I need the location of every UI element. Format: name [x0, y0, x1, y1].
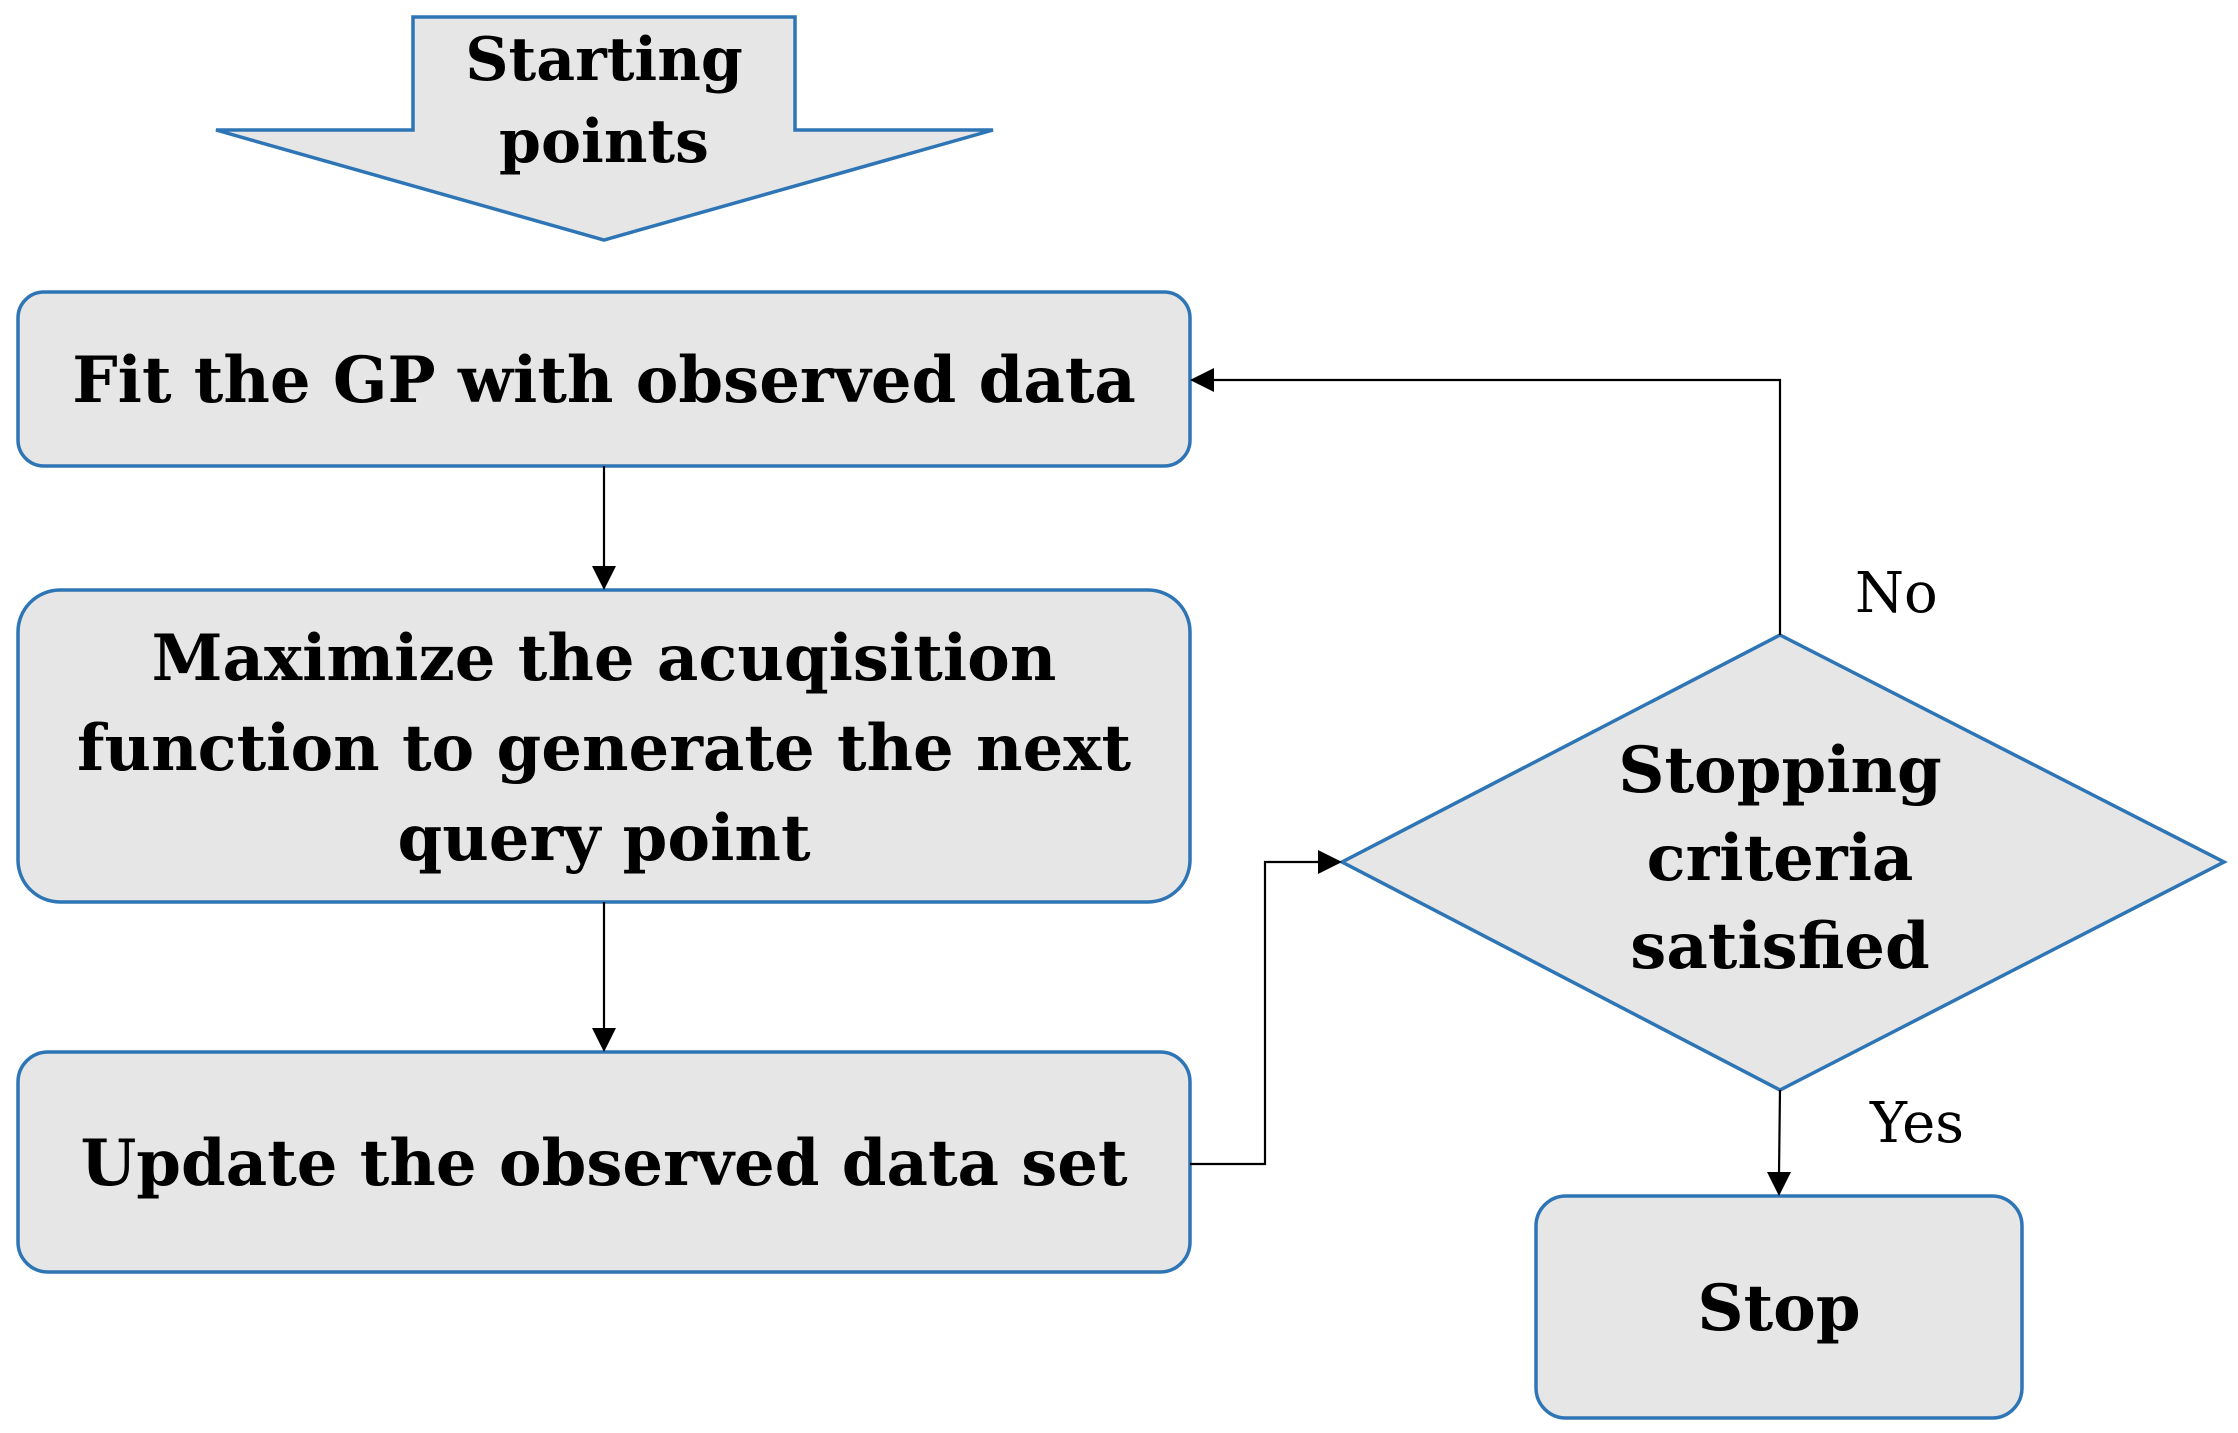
maximize-label-line-2: function to generate the next — [77, 711, 1131, 786]
start-label-line-2: points — [499, 107, 709, 177]
branch-label-no: No — [1855, 561, 1938, 626]
stop-label: Stop — [1697, 1271, 1860, 1346]
decision-label-line-1: Stopping — [1618, 733, 1942, 808]
fit-gp-box: Fit the GP with observed data — [16, 290, 1192, 468]
connector-update-to-decision — [1190, 850, 1342, 1166]
start-label-line-1: Starting — [465, 25, 743, 95]
decision-label-line-3: satisfied — [1630, 909, 1929, 984]
branch-label-yes: Yes — [1869, 1091, 1964, 1156]
connector-fit-to-maximize — [592, 466, 616, 590]
fit-gp-label: Fit the GP with observed data — [72, 343, 1136, 418]
update-data-box: Update the observed data set — [16, 1050, 1192, 1274]
stop-box: Stop — [1534, 1194, 2024, 1420]
update-label: Update the observed data set — [80, 1126, 1128, 1201]
connector-maximize-to-update — [592, 902, 616, 1052]
connector-yes-to-stop — [1767, 1089, 1791, 1196]
maximize-label-line-3: query point — [397, 801, 810, 876]
decision-label-line-2: criteria — [1647, 821, 1914, 896]
maximize-acquisition-box: Maximize the acuqisition function to gen… — [16, 588, 1192, 904]
connector-no-loop-to-fit — [1190, 368, 1782, 635]
stopping-criteria-diamond: Stopping criteria satisfied — [1338, 633, 2228, 1092]
maximize-label-line-1: Maximize the acuqisition — [152, 621, 1057, 696]
start-arrow: Starting points — [215, 15, 994, 242]
